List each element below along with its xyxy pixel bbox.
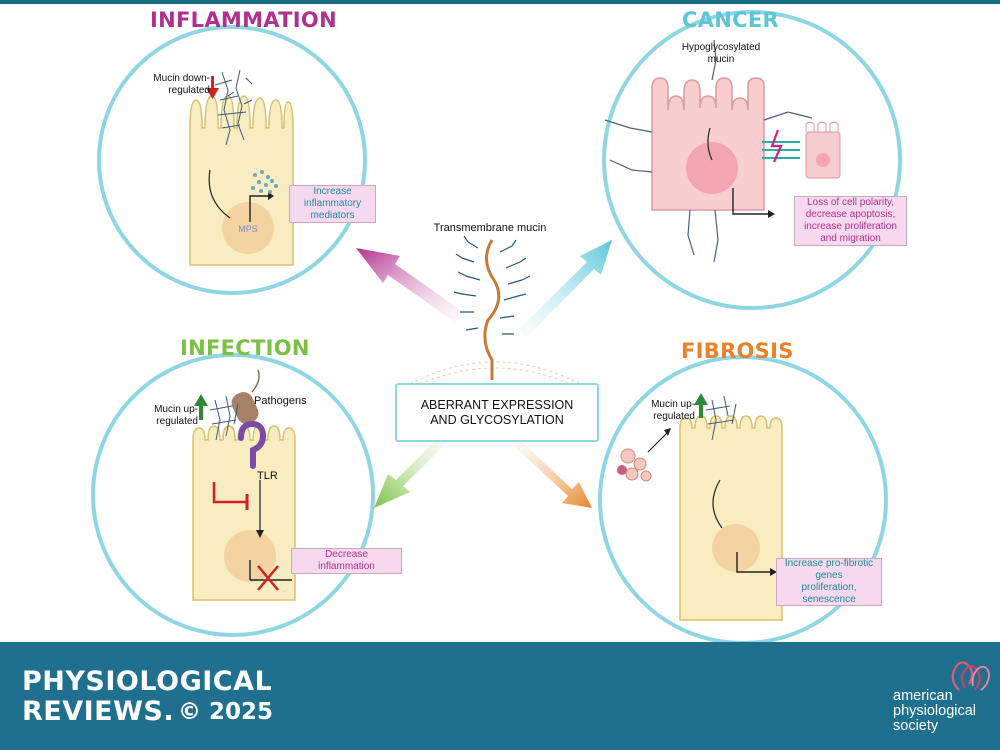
cancer-cell: [651, 77, 841, 218]
infection-title: INFECTION: [180, 336, 310, 360]
infection-mucin-note: Mucin up- regulated: [148, 404, 198, 428]
cancer-glycan-chains: [604, 39, 813, 263]
lung-alveoli-icon: [617, 428, 671, 482]
journal-name-line2: REVIEWS.: [22, 696, 175, 727]
effect-line: Loss of cell polarity,: [806, 197, 895, 208]
effect-line: Increase: [313, 186, 352, 197]
effect-line: proliferation,: [801, 582, 857, 593]
diagram-graphics: [91, 10, 902, 642]
inflammation-cell: [189, 95, 294, 266]
fibrosis-mucin-glycans: [705, 395, 737, 441]
pathogen-icon: [231, 369, 260, 424]
mucin-note-line: regulated: [653, 411, 695, 422]
inflammation-title: INFLAMMATION: [150, 8, 337, 32]
journal-name-line1: PHYSIOLOGICAL: [22, 666, 273, 697]
inflammatory-mediator-dots: [251, 170, 278, 194]
mucin-note-line: mucin: [707, 54, 735, 65]
center-box-line: ABERRANT EXPRESSION: [420, 397, 574, 412]
effect-line: and migration: [820, 233, 881, 244]
fibrosis-up-arrow-icon: [694, 393, 708, 418]
society-line: american: [893, 688, 953, 704]
effect-line: increase proliferation: [804, 221, 897, 232]
mucin-note-line: regulated: [168, 85, 210, 96]
fibrosis-cell: [679, 415, 783, 621]
pathogens-label: Pathogens: [254, 395, 307, 407]
tlr-receptor-icon: [238, 420, 267, 469]
infection-effect-box: Decrease inflammation: [291, 548, 402, 574]
mucin-note-line: Mucin up-: [651, 399, 695, 410]
fibrosis-title: FIBROSIS: [681, 339, 794, 363]
copyright-text: © 2025: [178, 699, 274, 725]
top-rule: [0, 0, 1000, 4]
arrow-to-fibrosis: [514, 440, 592, 508]
fibrosis-effect-box: Increase pro-fibrotic genes proliferatio…: [776, 558, 882, 606]
cancer-mucin-note: Hypoglycosylated mucin: [676, 42, 766, 66]
journal-footer: [0, 642, 1000, 750]
effect-line: Increase pro-fibrotic: [784, 558, 874, 569]
arrow-to-inflammation: [356, 248, 462, 322]
arrow-to-infection: [374, 433, 450, 508]
mucin-note-line: Mucin down-: [153, 73, 210, 84]
effect-line: inflammation: [318, 561, 375, 572]
effect-line: senescence: [802, 594, 856, 605]
mucin-note-line: Hypoglycosylated: [681, 42, 761, 53]
effect-line: genes: [815, 570, 843, 581]
cancer-title: CANCER: [682, 8, 779, 32]
mucin-note-line: regulated: [156, 416, 198, 427]
infection-cell: [192, 425, 296, 601]
society-line: society: [893, 718, 939, 734]
effect-line: inflammatory: [303, 198, 362, 209]
center-arcs: [409, 361, 581, 385]
mucin-note-line: Mucin up-: [154, 404, 198, 415]
society-line: physiological: [893, 703, 977, 719]
effect-line: Decrease: [325, 549, 368, 560]
transmembrane-mucin-icon: [453, 235, 531, 380]
infection-mucin-glycans: [209, 395, 239, 441]
nucleus-label: MPS: [238, 224, 258, 234]
inflammation-effect-box: Increase inflammatory mediators: [289, 185, 376, 223]
tlr-label: TLR: [257, 470, 278, 482]
arrow-to-cancer: [518, 240, 612, 338]
inflammation-mucin-glycans: [214, 69, 253, 146]
junction-disruption-icon: [762, 129, 800, 163]
up-arrow-icon: [194, 394, 208, 420]
society-name: american physiological society: [893, 689, 976, 734]
society-logo-icon: [951, 661, 990, 691]
transmembrane-mucin-label: Transmembrane mucin: [433, 222, 547, 234]
inflammation-mucin-note: Mucin down- regulated: [150, 73, 210, 97]
effect-line: mediators: [310, 210, 355, 221]
cancer-effect-box: Loss of cell polarity, decrease apoptosi…: [794, 196, 907, 246]
down-arrow-icon: [206, 76, 219, 99]
fibrosis-mucin-note: Mucin up- regulated: [645, 399, 695, 423]
center-box-line: AND GLYCOSYLATION: [430, 412, 564, 427]
effect-line: decrease apoptosis,: [805, 209, 896, 220]
aberrant-expression-box: ABERRANT EXPRESSION AND GLYCOSYLATION: [395, 383, 599, 442]
